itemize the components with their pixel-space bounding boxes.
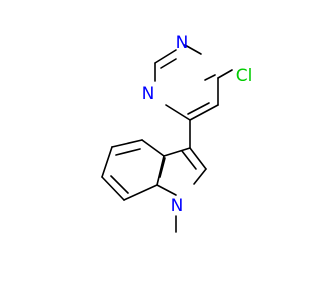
bond-c5-c4: [189, 104, 219, 121]
bond-c3-c2: [189, 147, 207, 170]
bond-n1-c6: [184, 44, 202, 55]
indole-benzene-ring: [101, 139, 166, 201]
bond-c4-c5-inner: [115, 148, 141, 156]
bond-c7a-c3a: [156, 155, 165, 186]
bond-c2-n1-inner: [160, 58, 177, 69]
bond-c7-c7a: [123, 184, 158, 201]
bond-c6-cl: [217, 69, 233, 79]
bond-c5-c4-inner: [187, 102, 210, 115]
bond-n1-c6-inner: [204, 74, 216, 81]
pyrimidine-ring: [154, 44, 219, 121]
bond-c3-c2-inner: [181, 150, 197, 170]
bond-c6-c7: [101, 176, 125, 201]
molecule-drawing: N N Cl N: [101, 33, 253, 233]
bond-c2-n1: [193, 168, 207, 185]
atom-label-indole-n: N: [171, 196, 184, 216]
bond-c6-c7-inner: [110, 175, 129, 194]
bond-c4-c5: [111, 139, 143, 148]
structure-canvas: N N Cl N: [101, 33, 253, 233]
atom-label-pyrimidine-n1: N: [176, 33, 189, 53]
bond-c3a-c3: [163, 147, 191, 157]
bond-c4-n3: [165, 104, 191, 121]
bond-c7a-c3a-inner: [159, 157, 166, 178]
bond-c3a-c4: [141, 139, 165, 157]
bond-c5-c6: [101, 146, 113, 178]
bond-n1-c7a: [156, 184, 177, 196]
atom-label-chlorine: Cl: [236, 66, 253, 86]
bond-c2-n1: [154, 49, 177, 64]
indole-pyrrole-ring: [156, 147, 207, 196]
atom-label-pyrimidine-n3: N: [142, 84, 155, 104]
